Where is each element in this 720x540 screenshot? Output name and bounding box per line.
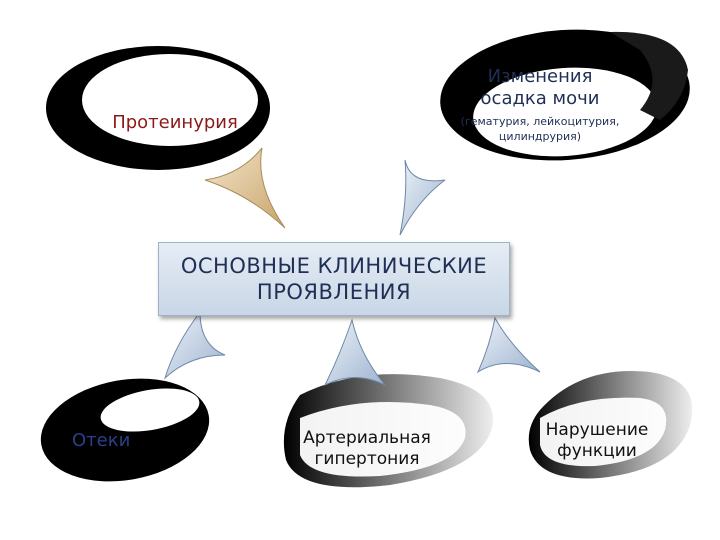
center-title: ОСНОВНЫЕ КЛИНИЧЕСКИЕ ПРОЯВЛЕНИЯ xyxy=(181,253,487,305)
center-box: ОСНОВНЫЕ КЛИНИЧЕСКИЕ ПРОЯВЛЕНИЯ xyxy=(158,242,510,316)
urine-sub-line2: цилиндрурия) xyxy=(498,130,582,143)
arrow-from-edema xyxy=(163,310,226,380)
label-proteinuria: Протеинурия xyxy=(112,112,238,133)
label-function: Нарушение функции xyxy=(522,420,672,462)
hypertension-line1: Артериальная xyxy=(303,428,431,448)
arrow-from-hypertension xyxy=(323,318,386,387)
function-line1: Нарушение xyxy=(545,420,649,440)
arrow-from-urine-sediment xyxy=(399,159,446,236)
center-title-line1: ОСНОВНЫЕ КЛИНИЧЕСКИЕ xyxy=(180,254,488,278)
ribbon-function xyxy=(528,371,693,479)
ring-proteinuria xyxy=(46,46,270,170)
ribbon-hypertension xyxy=(283,374,493,488)
urine-title-line2: осадка мочи xyxy=(480,88,600,109)
ring-edema xyxy=(40,378,210,482)
arrow-from-function xyxy=(476,316,541,374)
ring-urine-sediment xyxy=(440,29,690,161)
urine-sub-line1: (гематурия, лейкоцитурия, xyxy=(460,115,620,128)
urine-title-line1: Изменения xyxy=(487,66,593,87)
label-hypertension: Артериальная гипертония xyxy=(282,428,452,470)
center-title-line2: ПРОЯВЛЕНИЯ xyxy=(256,280,412,304)
hypertension-line2: гипертония xyxy=(314,449,420,469)
label-urine-sediment: Изменения осадка мочи (гематурия, лейкоц… xyxy=(440,66,640,144)
function-line2: функции xyxy=(557,441,637,461)
label-edema: Отеки xyxy=(72,430,131,451)
arrow-from-proteinuria xyxy=(204,147,286,229)
